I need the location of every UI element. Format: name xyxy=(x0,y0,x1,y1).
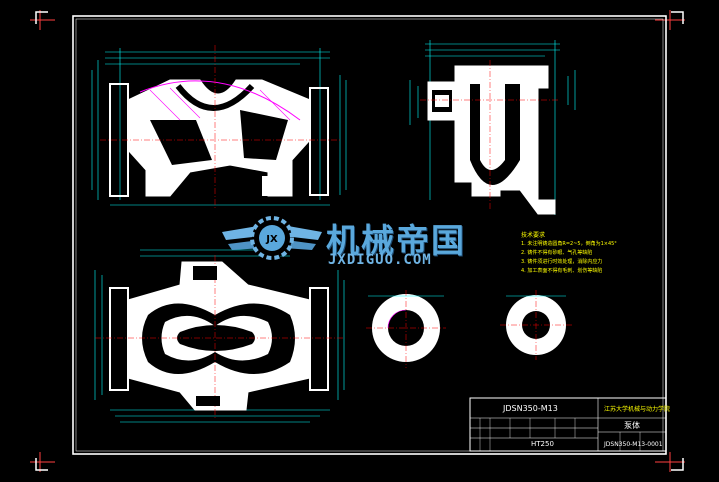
technical-note: 4. 加工表面不得有毛刺、划伤等缺陷 xyxy=(521,268,603,274)
drawing-border xyxy=(72,15,667,455)
plan-view xyxy=(94,249,345,423)
technical-note: 1. 未注明铸造圆角R=2~5，倒角为1×45° xyxy=(521,241,617,247)
title-block-drawing-title: JDSN350-M13 xyxy=(503,404,558,413)
technical-note: 2. 铸件不得有砂眼、气孔等缺陷 xyxy=(521,250,593,256)
section-view-a xyxy=(366,290,446,368)
drawing-inner-border xyxy=(75,18,664,452)
sheet-corner-marks xyxy=(30,10,685,472)
front-view xyxy=(91,45,347,210)
logo-chinese-text: 机械帝国 xyxy=(326,221,466,260)
logo-emblem: JX xyxy=(222,216,322,260)
title-block xyxy=(469,397,667,452)
technical-notes-heading: 技术要求 xyxy=(521,232,546,239)
svg-text:JX: JX xyxy=(265,234,278,245)
title-block-company: 江苏大学机械与动力学院 xyxy=(604,406,671,413)
title-block-drawing-number: JDSN350-M13-0001 xyxy=(604,441,663,448)
technical-note: 3. 铸件须进行时效处理，消除内应力 xyxy=(521,259,603,265)
logo-english-text: JXDIGUO.COM xyxy=(328,252,432,268)
side-view xyxy=(409,40,576,215)
title-block-material: HT250 xyxy=(531,440,554,448)
title-block-part-name: 泵体 xyxy=(624,421,640,430)
section-view-b xyxy=(500,290,572,360)
sheet-corner-brackets xyxy=(35,11,684,471)
